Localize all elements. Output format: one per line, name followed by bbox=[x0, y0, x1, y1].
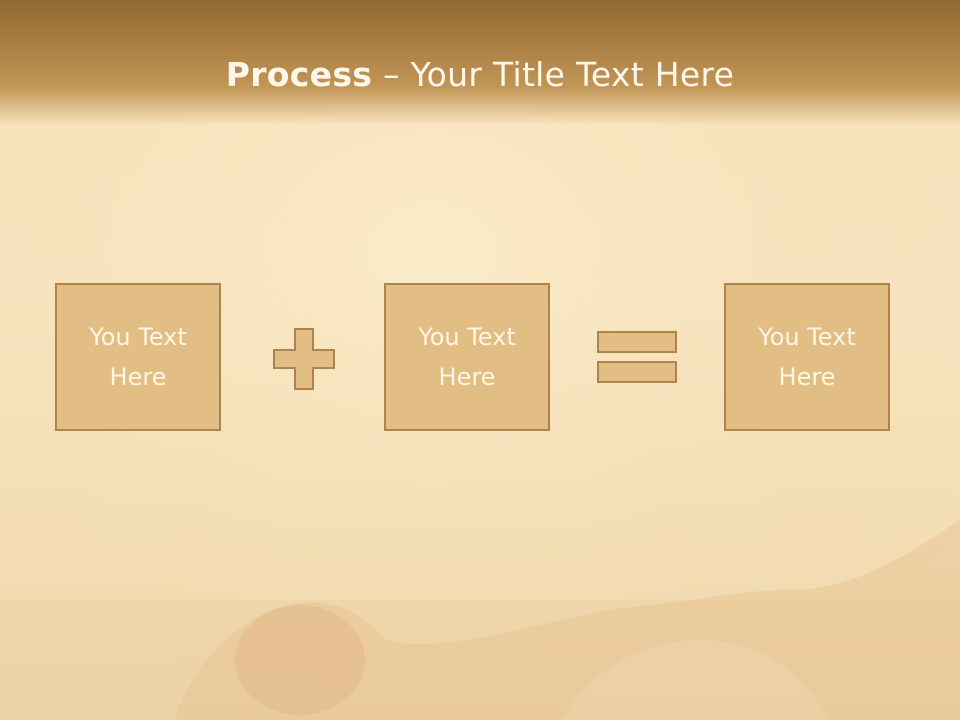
text-box-2[interactable]: You Text Here bbox=[384, 283, 550, 431]
text-box-2-label: You Text Here bbox=[418, 323, 516, 391]
equals-icon bbox=[597, 331, 677, 383]
plus-icon bbox=[273, 328, 335, 390]
text-box-1-label: You Text Here bbox=[89, 323, 187, 391]
text-box-3[interactable]: You Text Here bbox=[724, 283, 890, 431]
title-bold: Process bbox=[225, 55, 373, 94]
title-bar bbox=[0, 0, 960, 125]
title-rest: – Your Title Text Here bbox=[372, 55, 735, 94]
slide-title[interactable]: Process – Your Title Text Here bbox=[0, 55, 960, 94]
text-box-3-label: You Text Here bbox=[758, 323, 856, 391]
text-box-1[interactable]: You Text Here bbox=[55, 283, 221, 431]
